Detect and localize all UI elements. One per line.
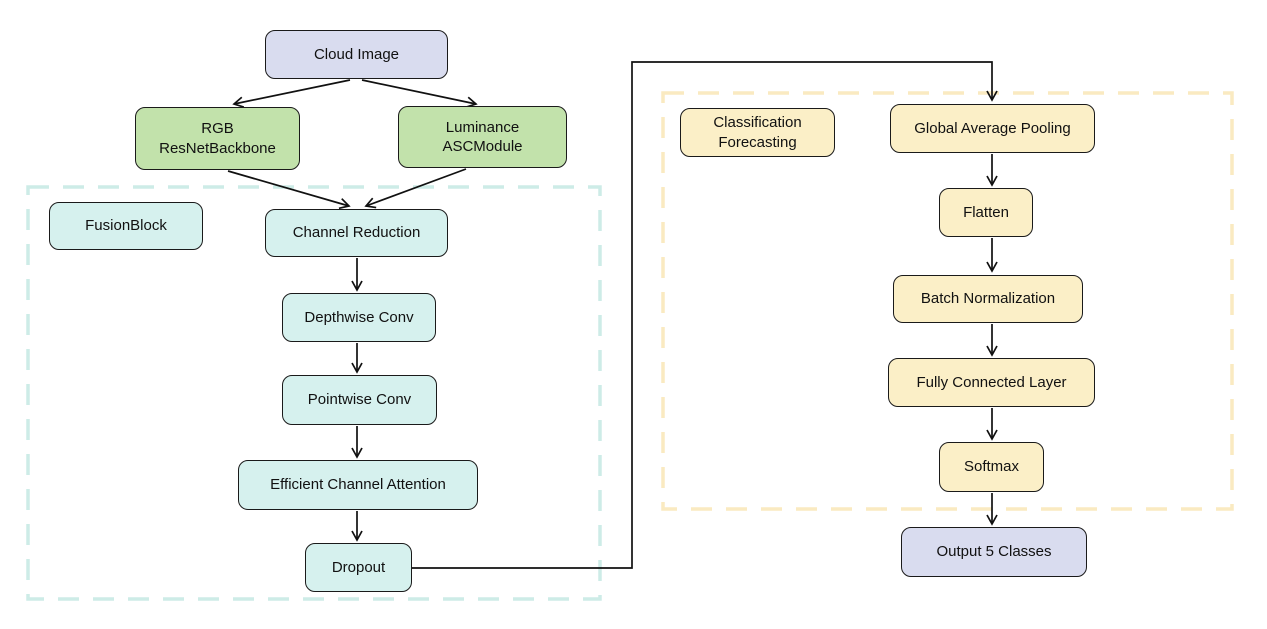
node-depthwise-conv: Depthwise Conv: [282, 293, 436, 342]
edge-dropout-to-global-average-pooling: [412, 61, 998, 569]
node-fully-connected-layer: Fully Connected Layer: [888, 358, 1095, 407]
node-softmax: Softmax: [939, 442, 1044, 492]
node-rgb-resnet-backbone: RGB ResNetBackbone: [135, 107, 300, 170]
node-output-5-classes: Output 5 Classes: [901, 527, 1087, 577]
edge-luminance-asc-to-channel-reduction: [364, 168, 467, 209]
label-classification-forecasting: Classification Forecasting: [680, 108, 835, 157]
label-fusion-block: FusionBlock: [49, 202, 203, 250]
edge-cloud-image-to-luminance-asc: [361, 79, 478, 108]
fusion-block-region: [26, 185, 602, 601]
node-luminance-asc-module: Luminance ASCModule: [398, 106, 567, 168]
node-global-average-pooling: Global Average Pooling: [890, 104, 1095, 153]
node-channel-reduction: Channel Reduction: [265, 209, 448, 257]
node-dropout: Dropout: [305, 543, 412, 592]
node-cloud-image: Cloud Image: [265, 30, 448, 79]
node-flatten: Flatten: [939, 188, 1033, 237]
node-efficient-channel-attention: Efficient Channel Attention: [238, 460, 478, 510]
node-pointwise-conv: Pointwise Conv: [282, 375, 437, 425]
edge-rgb-backbone-to-channel-reduction: [227, 170, 351, 210]
edge-cloud-image-to-rgb-backbone: [232, 79, 351, 108]
node-batch-normalization: Batch Normalization: [893, 275, 1083, 323]
classification-forecasting-region: [661, 91, 1234, 511]
